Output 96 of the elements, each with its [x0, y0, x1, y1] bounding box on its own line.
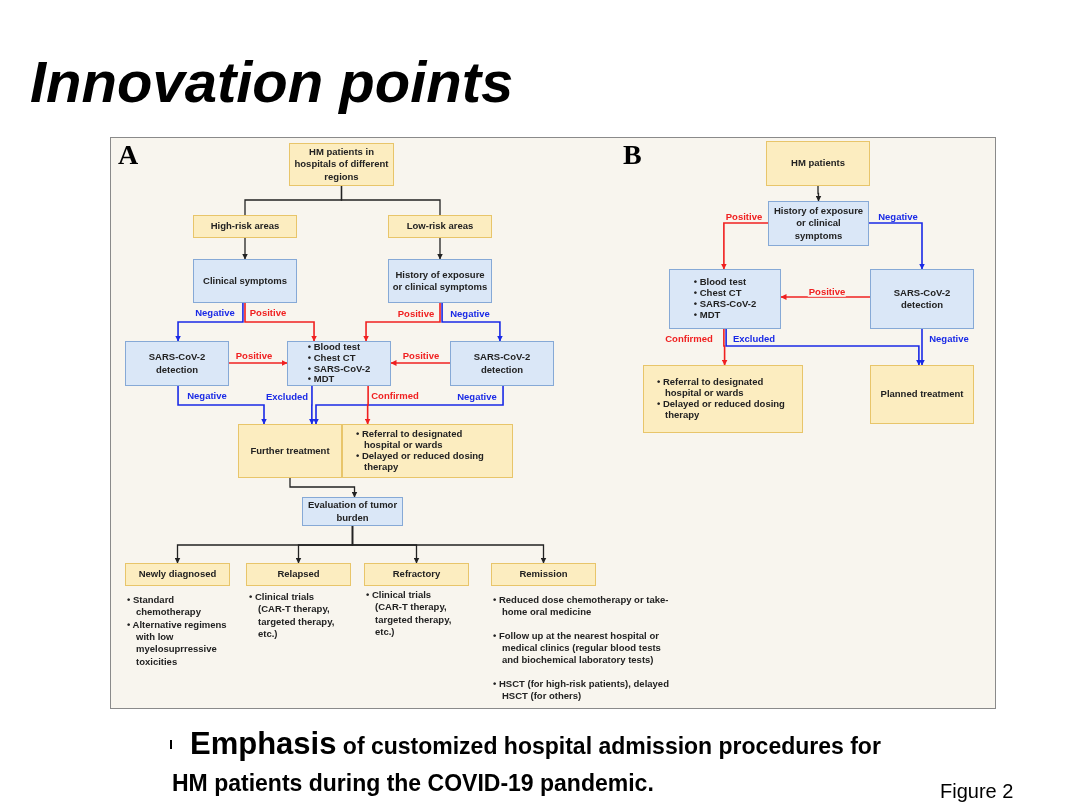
- node-text: Refractory: [392, 568, 441, 581]
- node-text: High-risk areas: [210, 220, 280, 233]
- bullet-text: • Blood test: [307, 341, 362, 353]
- edge-label: Excluded: [264, 391, 310, 403]
- connector-arrow: [780, 294, 871, 300]
- connector-arrow: [175, 302, 244, 342]
- bullet-text: • Reduced dose chemotherapy or take-home oral medicine: [493, 594, 670, 619]
- process-box: [388, 215, 492, 238]
- edge-label: Positive: [248, 307, 288, 319]
- process-box: [364, 563, 469, 586]
- decision-box: [125, 341, 229, 386]
- node-text: Low-risk areas: [406, 220, 474, 233]
- decision-box: [450, 341, 554, 386]
- process-box: [193, 215, 297, 238]
- decision-box: [669, 269, 781, 329]
- edge-label: Negative: [456, 391, 498, 403]
- edge-label: Negative: [194, 307, 236, 319]
- connector-arrow: [351, 525, 547, 564]
- slide-title: Innovation points: [30, 48, 514, 115]
- bullet-text: • Delayed or reduced dosing therapy: [356, 451, 484, 473]
- figure-label: Figure 2: [940, 781, 1014, 801]
- node-text: Remission: [519, 568, 568, 581]
- process-box: [246, 563, 351, 586]
- node-text: History of exposure or clinical symptoms: [772, 205, 865, 242]
- edge-label: Confirmed: [664, 333, 714, 345]
- connector-arrow: [441, 302, 503, 342]
- bullet-text: • Referral to designated hospital or wards: [657, 377, 765, 399]
- bullet-text: • SARS-CoV-2: [693, 299, 757, 310]
- bullet-text: • Chest CT: [307, 352, 357, 364]
- connector-arrow: [289, 477, 358, 498]
- process-box: [870, 365, 974, 424]
- connector-arrow: [390, 360, 451, 366]
- edge-label: Positive: [724, 211, 764, 223]
- edge-label: Positive: [401, 350, 441, 362]
- process-box: [643, 365, 803, 433]
- node-text: HM patients in hospitals of different regions: [293, 146, 390, 183]
- node-text: SARS-CoV-2 detection: [147, 351, 207, 376]
- connector-arrow: [177, 385, 267, 425]
- connector-arrow: [308, 385, 315, 425]
- connector-arrow: [242, 237, 248, 260]
- node-text: SARS-CoV-2 detection: [892, 286, 952, 312]
- caption-text: Emphasis of customized hospital admission procedures for HM patients during the COVID-19 pandemic.: [172, 725, 882, 798]
- node-text: History of exposure or clinical symptoms: [392, 268, 488, 294]
- node-text: Evaluation of tumor burden: [306, 499, 399, 524]
- connector-arrow: [815, 185, 822, 202]
- edge-label: Negative: [877, 211, 919, 223]
- bullet-text: • MDT: [307, 374, 336, 386]
- edge-label: Confirmed: [370, 390, 420, 402]
- node-text: SARS-CoV-2 detection: [472, 351, 532, 376]
- bullet-text: • MDT: [693, 309, 722, 321]
- connector-arrow: [721, 328, 728, 366]
- bullet-text: • Chest CT: [693, 288, 743, 299]
- bullet-text: • Referral to designated hospital or wards: [356, 429, 464, 451]
- node-text: Newly diagnosed: [138, 568, 217, 581]
- node-text: Further treatment: [250, 444, 330, 458]
- connector-arrow: [720, 222, 769, 270]
- bullet-text: • Alternative regimens with low myelosuprressive toxicities: [127, 618, 228, 669]
- bullet-text: • Follow up at the nearest hospital or medical clinics (regular blood tests and biochemical laboratory tests): [493, 629, 662, 667]
- bullet-text: • HSCT (for high-risk patients), delayed HSCT (for others): [493, 677, 670, 703]
- connector-arrow: [868, 222, 925, 270]
- edge-label: Negative: [928, 333, 970, 345]
- connector-arrow: [363, 302, 441, 342]
- decision-box: [870, 269, 974, 329]
- decision-box: [193, 259, 297, 303]
- panel-letter: B: [623, 141, 642, 169]
- edge-label: Excluded: [731, 333, 777, 345]
- panel-letter: A: [118, 141, 139, 169]
- node-text: Relapsed: [277, 568, 320, 581]
- connector-arrow: [364, 385, 371, 425]
- edge-label: Negative: [186, 390, 228, 402]
- connector-arrow: [228, 360, 288, 366]
- node-text: Planned treatment: [880, 388, 964, 401]
- connector-arrow: [244, 302, 318, 342]
- bullet-text: • SARS-CoV-2: [307, 363, 371, 375]
- process-box: [766, 141, 870, 186]
- connector-arrow: [437, 237, 443, 260]
- edge-label: Positive: [234, 350, 274, 362]
- edge-label: Positive: [807, 286, 847, 298]
- edge-label: Positive: [396, 308, 436, 320]
- bullet-text: • Delayed or reduced dosing therapy: [657, 399, 785, 421]
- connector-arrow: [725, 328, 922, 366]
- bullet-text: • Blood test: [693, 277, 748, 289]
- edge-label: Negative: [449, 308, 491, 320]
- connector-arrow: [919, 328, 925, 366]
- node-text: Clinical symptoms: [203, 274, 287, 288]
- process-box: [342, 424, 513, 478]
- bullet-text: • Clinical trials (CAR-T therapy, targeted therapy, etc.): [366, 589, 453, 639]
- decision-box: [388, 259, 492, 303]
- process-box: [491, 563, 596, 586]
- node-text: HM patients: [791, 157, 845, 170]
- process-box: [125, 563, 230, 586]
- bullet-text: • Clinical trials (CAR-T therapy, targeted therapy, etc.): [249, 591, 336, 641]
- process-box: [238, 424, 342, 478]
- decision-box: [287, 341, 391, 386]
- connector-arrow: [313, 385, 504, 425]
- bullet-text: • Standard chemotherapy: [127, 594, 202, 619]
